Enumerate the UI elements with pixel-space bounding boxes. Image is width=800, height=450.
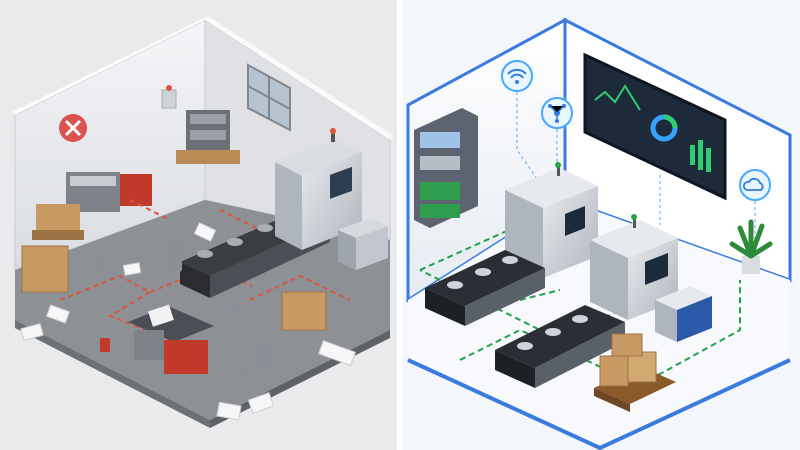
potted-plant	[729, 219, 773, 274]
optimized-workflow-path	[419, 223, 741, 387]
bar-chart	[690, 140, 711, 172]
parts-shelf	[176, 110, 240, 164]
conveyor-belt	[495, 305, 625, 388]
line-chart	[594, 84, 641, 111]
error-x-icon	[59, 114, 87, 142]
cabinet	[338, 218, 388, 270]
industrial-machine	[275, 128, 362, 250]
smart-factory-panel	[403, 0, 800, 450]
cluttered-factory-panel	[0, 0, 397, 450]
crate-stack	[32, 172, 152, 240]
dashboard-monitor	[583, 52, 727, 201]
scattered-papers	[20, 222, 357, 421]
conveyor-belt	[425, 250, 545, 326]
workbench	[128, 304, 214, 374]
scattered-parts	[96, 238, 274, 376]
cabinet	[655, 286, 712, 342]
cardboard-box	[21, 245, 69, 293]
parts-shelf	[414, 108, 478, 228]
window	[247, 63, 291, 132]
pallet-boxes	[594, 333, 676, 412]
network-nodes-icon	[537, 93, 577, 133]
cloud-icon	[735, 165, 775, 205]
cardboard-box	[281, 291, 327, 331]
wifi-icon	[497, 56, 537, 96]
